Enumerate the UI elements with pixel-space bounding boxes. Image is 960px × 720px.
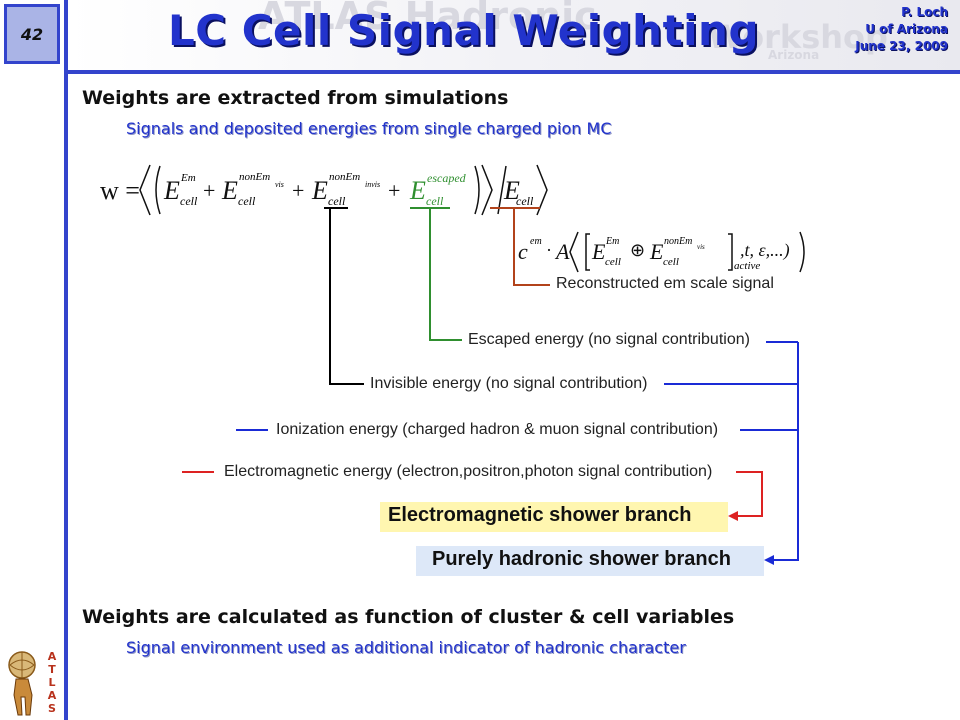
term-e-escaped: E [410,176,426,205]
date: June 23, 2009 [855,39,948,53]
slash [497,165,507,215]
sidebar [0,0,64,720]
slide-meta: P. Loch U of Arizona June 23, 2009 [855,4,948,55]
term-escaped-sup: escaped [427,171,466,185]
term-e-total: E [504,176,520,205]
term-e-invis: E [312,176,328,205]
plus-1: + [203,178,216,203]
inner-cell-sub-2: cell [663,256,679,268]
reco-connector [513,208,550,286]
inner-dot: · [546,240,552,260]
inner-cell-sub-1: cell [605,256,621,268]
watermark-line-2: Workshop [708,18,888,56]
term-cell-sub-5: cell [516,194,534,208]
em-arrow-head [728,511,738,521]
affiliation: U of Arizona [865,22,948,36]
logo-letter-3: L [48,676,55,689]
right-angle-bracket-1 [481,164,493,216]
term-vis-sup: nonEm [239,171,271,183]
atlas-logo: A T L A S [8,650,57,716]
left-paren [155,165,161,215]
plus-2: + [292,178,305,203]
header-background: ATLAS Hadronic Workshop Arizona [68,0,960,70]
formula-brackets [139,164,805,273]
bus-vertical [770,342,799,561]
blue-bus [236,341,799,561]
invisible-connector [329,208,364,385]
term-cell-sub-1: cell [180,194,198,208]
inner-oplus: ⊕ [630,240,646,260]
left-angle-bracket [139,164,151,216]
vertical-divider [64,0,68,720]
bullet-2: Signals and deposited energies from sing… [126,119,612,138]
atlas-figure-icon [13,678,33,716]
red-connector [182,471,763,517]
right-paren [474,165,480,215]
plus-3: + [388,178,401,203]
page-title: LC Cell Signal Weighting [168,6,760,55]
inner-em-sup: Em [606,236,620,247]
label-ionization: Ionization energy (charged hadron & muon… [276,421,719,438]
logo-letter-5: S [48,702,56,715]
had-branch-box: Purely hadronic shower branch [416,546,764,576]
bullet-3: Weights are calculated as function of cl… [82,606,735,628]
term-e-em: E [164,176,180,205]
inner-e-vis: E [650,239,664,264]
inner-left-square [585,233,590,271]
watermark-line-3: Arizona [768,48,820,62]
inner-rest: ,t, ε,...) [740,240,790,260]
horizontal-divider [64,70,960,74]
formula-lhs: w = [100,176,140,205]
term-em-sup: Em [181,172,196,184]
watermark-line-1: ATLAS Hadronic [258,0,597,38]
inner-right-square [728,233,733,271]
term-cell-sub-2: cell [238,194,256,208]
inner-c: c [518,239,528,264]
term-cell-sub-3: cell [328,194,346,208]
term-vis-sub: vis [275,180,284,189]
em-branch-box: Electromagnetic shower branch [380,502,728,532]
inner-vis-sub: vis [697,243,705,251]
had-arrow-head [764,555,774,565]
logo-letter-4: A [48,689,57,702]
term-invis-sub: invis [365,180,381,189]
bullet-1: Weights are extracted from simulations [82,87,509,109]
inner-c-sup: em [530,236,542,247]
inner-left-paren [569,231,579,273]
term-invis-sup: nonEm [329,171,361,183]
inner-e-em: E [592,239,606,264]
label-invisible: Invisible energy (no signal contribution… [370,375,648,392]
term-e-vis: E [222,176,238,205]
term-cell-sub-4: cell [426,194,444,208]
inner-a: A [556,239,570,264]
label-escaped: Escaped energy (no signal contribution) [468,331,750,348]
label-electromagnetic: Electromagnetic energy (electron,positro… [224,463,713,480]
logo-letter-2: T [48,663,56,676]
right-angle-bracket-2 [536,164,548,216]
logo-letter-1: A [48,650,57,663]
page-number: 42 [4,4,60,64]
author: P. Loch [901,5,948,19]
inner-active-sub: active [734,260,761,272]
escaped-connector [429,208,462,341]
label-reco: Reconstructed em scale signal [556,275,774,292]
inner-vis-sup: nonEm [664,236,693,247]
em-route [734,471,763,517]
inner-right-paren [799,231,805,273]
bullet-4: Signal environment used as additional in… [126,638,686,657]
